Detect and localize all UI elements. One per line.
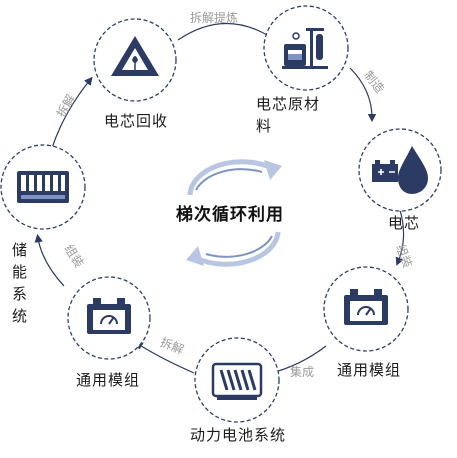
connector-manufacture — [349, 67, 377, 123]
label-recycle: 电芯回收 — [104, 112, 169, 130]
coil-battery-icon — [211, 362, 263, 400]
center-cycle-arrows-icon — [186, 159, 282, 267]
connector-disassemble-bottom — [134, 341, 195, 374]
connector-disassemble-top — [51, 76, 93, 149]
label-module-right: 通用模组 — [337, 361, 402, 379]
label-raw-material-line1: 电芯原材 — [256, 95, 321, 113]
recycle-triangle-icon — [111, 36, 159, 76]
label-cell: 电芯 — [388, 214, 421, 232]
edge-label-integrate: 集成 — [290, 365, 315, 379]
label-raw-material-line2: 料 — [256, 117, 273, 135]
label-module-left: 通用模组 — [76, 371, 141, 389]
label-storage-3: 系 — [12, 285, 29, 303]
label-storage-2: 能 — [12, 263, 29, 281]
edge-label-refine: 拆解提炼 — [190, 11, 239, 25]
label-storage-1: 储 — [12, 241, 29, 259]
label-storage-4: 统 — [12, 307, 29, 325]
connector-assemble-right — [395, 209, 405, 266]
connector-assemble-left — [34, 233, 65, 287]
storage-rack-icon — [17, 171, 69, 203]
label-power-system: 动力电池系统 — [190, 426, 287, 444]
center-label: 梯次循环利用 — [176, 205, 284, 225]
lab-flask-icon — [282, 28, 328, 69]
connector-refine — [177, 22, 276, 41]
battery-drop-icon — [372, 146, 428, 194]
battery-gauge-icon — [344, 289, 388, 325]
battery-gauge-icon — [87, 298, 131, 334]
